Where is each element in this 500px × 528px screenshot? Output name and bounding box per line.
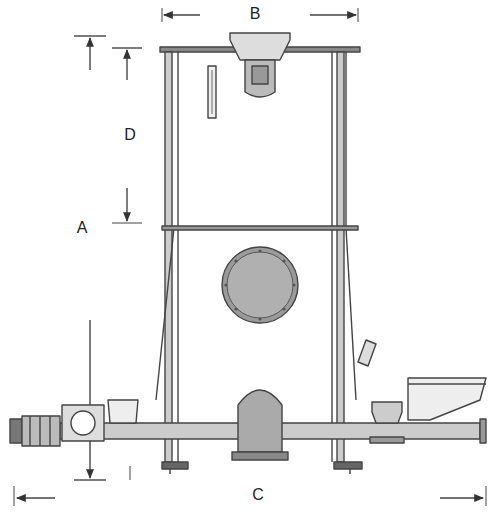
dimension-letter: B	[250, 6, 261, 22]
dimension-letter: C	[252, 487, 264, 503]
dimension-letter: A	[77, 220, 88, 236]
dimension-letter: D	[124, 127, 136, 143]
